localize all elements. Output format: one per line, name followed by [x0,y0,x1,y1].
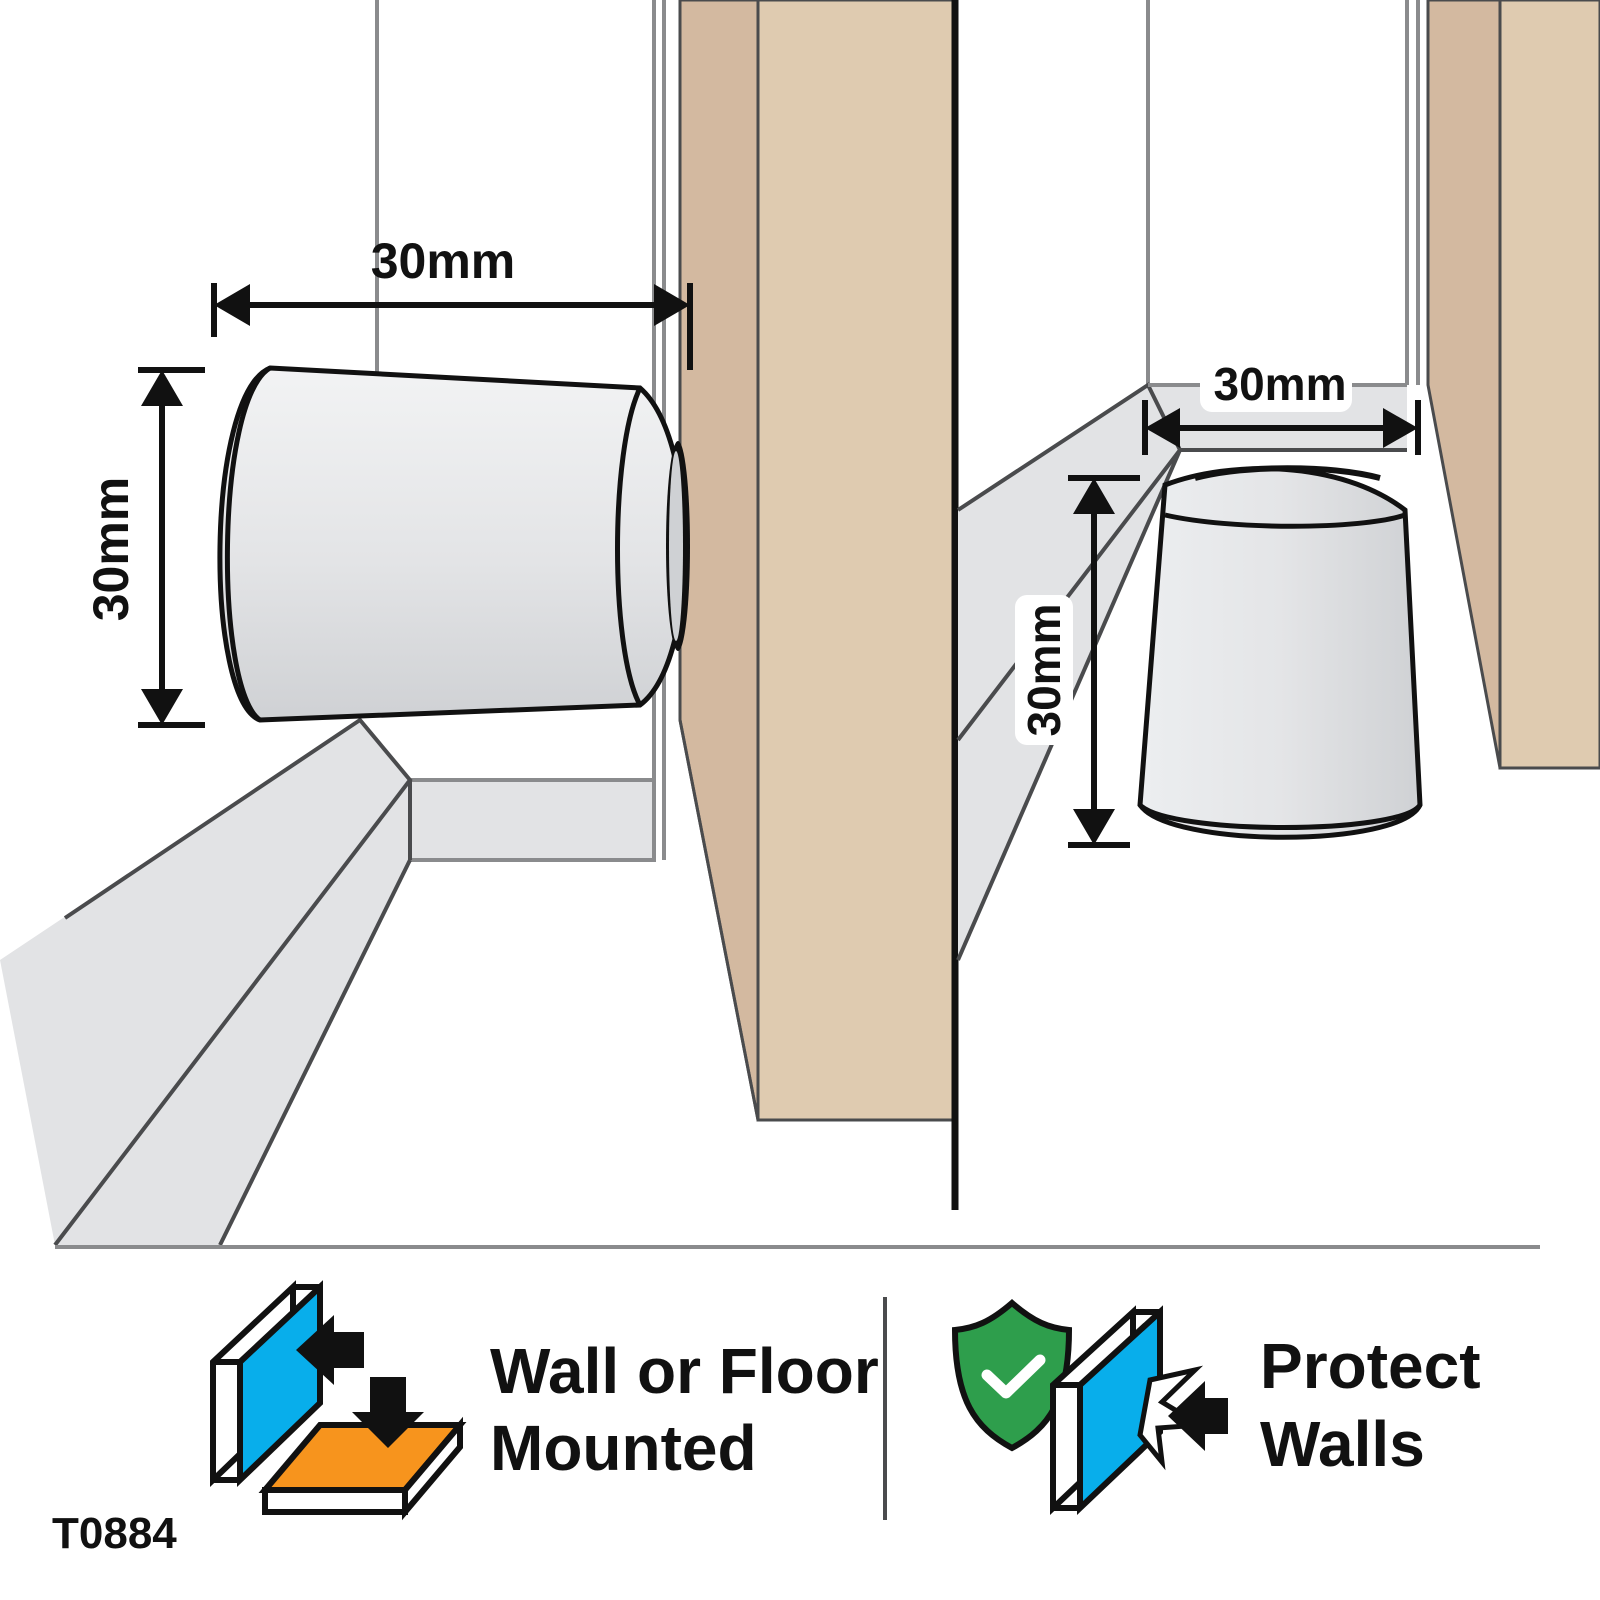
dim-height-label-left: 30mm [83,477,139,622]
dimension-height-left: 30mm [83,367,205,728]
product-code: T0884 [52,1509,177,1558]
door-edge-right [1426,0,1502,769]
dimension-width-left: 30mm [211,233,693,370]
door-stop-cylinder-wall [217,365,690,723]
door-face-right [1498,0,1600,770]
dimension-width-right: 30mm [1142,354,1421,455]
door-stop-cylinder-floor [1137,465,1423,840]
protect-walls-icon [951,1299,1228,1515]
feature-protect-line2: Walls [1260,1408,1425,1480]
right-panel-floor-mounted: 30mm 30mm [956,0,1600,961]
feature-wall-floor-line1: Wall or Floor [490,1335,879,1407]
door-edge [678,0,760,1121]
dimension-height-right: 30mm [1015,475,1140,848]
left-panel-wall-mounted: 30mm 30mm [0,0,955,1247]
dim-width-label-left: 30mm [371,233,516,289]
dim-width-label-right: 30mm [1214,358,1347,410]
floor-skirting-right [958,385,1407,960]
shield-check-icon [951,1299,1073,1452]
dim-height-label-right: 30mm [1018,604,1070,737]
feature-protect-line1: Protect [1260,1330,1481,1402]
door-face [756,0,955,1122]
floor-skirting [0,720,410,1245]
wall-floor-mount-icon [210,1280,467,1521]
feature-wall-floor-line2: Mounted [490,1412,757,1484]
